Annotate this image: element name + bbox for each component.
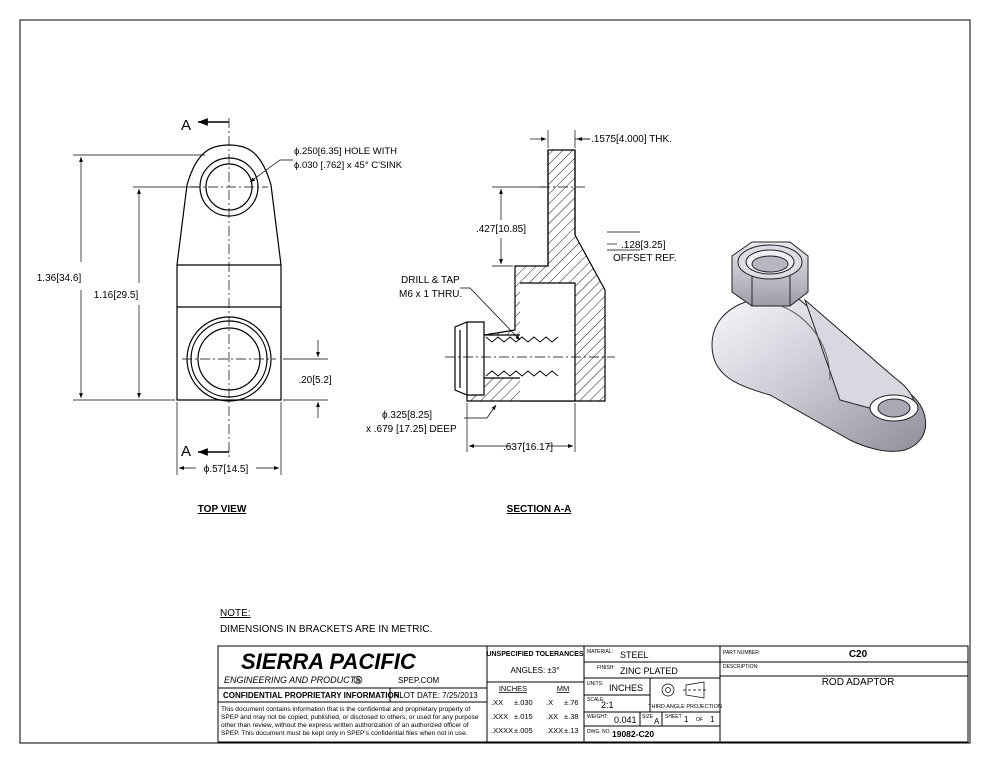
tolerance-angles: ANGLES: ±3° xyxy=(511,666,560,675)
description: ROD ADAPTOR xyxy=(822,677,895,688)
tolerance-rows: .XX ±.030 .X ±.76 .XXX ±.015 .XX ±.38 .X… xyxy=(491,698,579,735)
sheet-total: 1 xyxy=(710,715,715,724)
scale-value: 2:1 xyxy=(601,700,614,710)
plot-date: PLOT DATE: 7/25/2013 xyxy=(394,691,478,700)
material-label: MATERIAL: xyxy=(587,649,613,655)
tol-mm-format: .XX xyxy=(546,712,558,721)
registered-mark-icon xyxy=(353,675,363,685)
confidential-line: SPEP. This document must be kept only in… xyxy=(221,730,468,737)
tolerance-mm-header: MM xyxy=(557,684,570,693)
top-view-label: TOP VIEW xyxy=(198,504,247,515)
dim-offset-label: OFFSET REF. xyxy=(613,253,677,264)
size-label: SIZE xyxy=(642,714,654,720)
section-marker-bottom: A xyxy=(181,443,191,460)
tol-in-format: .XX xyxy=(491,698,503,707)
note-text: DIMENSIONS IN BRACKETS ARE IN METRIC. xyxy=(220,624,432,635)
top-view-dimensions xyxy=(73,154,328,475)
callout-hole-line1: ϕ.250[6.35] HOLE WITH xyxy=(294,146,397,157)
tol-mm-value: ±.76 xyxy=(564,698,579,707)
callout-bore-line2: x .679 [17.25] DEEP xyxy=(366,424,457,435)
sheet-of: OF xyxy=(696,717,703,723)
scale-label: SCALE: xyxy=(587,697,605,703)
units-label: UNITS: xyxy=(587,681,603,687)
tol-in-value: ±.005 xyxy=(514,726,533,735)
callout-hole-line2: ϕ.030 [.762] x 45° C'SINK xyxy=(294,160,403,171)
dim-bottom-offset: .20[5.2] xyxy=(298,375,332,386)
confidential-title: CONFIDENTIAL PROPRIETARY INFORMATION xyxy=(223,691,400,700)
isometric-view xyxy=(711,241,927,452)
tol-in-value: ±.015 xyxy=(514,712,533,721)
tol-mm-value: ±.38 xyxy=(564,712,579,721)
dim-hole-spacing: 1.16[29.5] xyxy=(94,290,139,301)
tol-in-value: ±.030 xyxy=(514,698,533,707)
projection-label: THIRD ANGLE PROJECTION xyxy=(648,704,722,710)
weight-label: WEIGHT: xyxy=(587,714,608,720)
finish-value: ZINC PLATED xyxy=(620,666,678,676)
third-angle-projection-icon xyxy=(661,681,707,699)
section-view-label: SECTION A-A xyxy=(507,504,572,515)
confidential-line: This document contains information that … xyxy=(221,706,470,713)
dim-depth: .637[16.17] xyxy=(503,442,553,453)
dim-width: ϕ.57[14.5] xyxy=(204,464,249,475)
tolerance-inches-header: INCHES xyxy=(499,684,527,693)
tolerances-title: UNSPECIFIED TOLERANCES xyxy=(486,651,583,658)
section-marker-top: A xyxy=(181,117,191,134)
part-number: C20 xyxy=(849,649,868,660)
sheet-label: SHEET xyxy=(665,714,682,720)
callout-drill-line1: DRILL & TAP xyxy=(401,275,460,286)
company-subtitle: ENGINEERING AND PRODUCTS xyxy=(224,675,361,685)
description-label: DESCRIPTION: xyxy=(723,664,759,670)
dim-offset-value: .128[3.25] xyxy=(621,240,666,251)
dim-overall-length: 1.36[34.6] xyxy=(37,273,82,284)
finish-label: FINISH: xyxy=(597,665,615,671)
section-dimensions xyxy=(460,130,640,452)
tol-in-format: .XXX xyxy=(491,712,508,721)
dim-thickness: .1575[4.000] THK. xyxy=(591,134,672,145)
dwg-label: DWG. NO. xyxy=(587,729,611,735)
weight-value: 0.041 xyxy=(614,715,637,725)
confidential-line: SPEP and may not be copied, published, o… xyxy=(221,714,479,721)
tol-in-format: .XXXX xyxy=(491,726,513,735)
dim-tab-height: .427[10.85] xyxy=(476,224,526,235)
callout-drill-line2: M6 x 1 THRU. xyxy=(399,289,462,300)
confidential-line: other than review, without the express w… xyxy=(221,722,469,729)
tol-mm-format: .XXX xyxy=(546,726,563,735)
drawing-number: 19082-C20 xyxy=(612,729,654,739)
company-name: SIERRA PACIFIC xyxy=(241,649,417,674)
material-value: STEEL xyxy=(620,650,649,660)
sheet-border xyxy=(19,19,971,744)
registered-mark: R xyxy=(356,678,360,684)
units-value: INCHES xyxy=(609,683,643,693)
note-heading: NOTE: xyxy=(220,608,251,619)
sheet-number: 1 xyxy=(684,715,689,724)
title-block xyxy=(217,645,969,743)
company-website: SPEP.COM xyxy=(398,676,440,685)
top-view xyxy=(176,118,282,460)
section-view xyxy=(445,149,615,402)
part-number-label: PART NUMBER: xyxy=(723,650,760,656)
tol-mm-format: .X xyxy=(546,698,553,707)
callout-bore-line1: ϕ.325[8.25] xyxy=(382,410,432,421)
tol-mm-value: ±.13 xyxy=(564,726,579,735)
size-value: A xyxy=(654,717,660,726)
